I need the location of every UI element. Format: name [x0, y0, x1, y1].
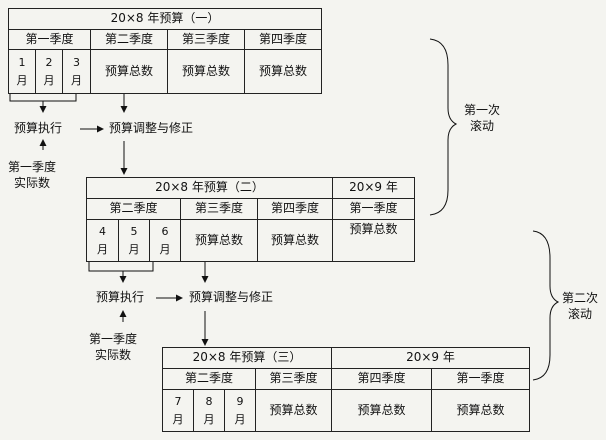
month-char: 月 [71, 73, 82, 87]
month-number: 4 [99, 225, 106, 239]
budget2-total-q3: 预算总数 [180, 219, 258, 262]
q1-actual-1: 第一季度 实际数 [8, 159, 56, 191]
month-char: 月 [97, 242, 108, 256]
budget3-quarter-2: 第二季度 [162, 368, 256, 390]
budget1-total-q3: 预算总数 [167, 49, 245, 94]
month-char: 月 [172, 412, 184, 426]
month-char: 月 [203, 412, 215, 426]
budget-execution-1: 预算执行 [14, 121, 63, 135]
budget1-total-q2: 预算总数 [90, 49, 168, 94]
budget3-next-year: 20×9 年 [331, 347, 530, 369]
budget1-total-q4: 预算总数 [244, 49, 322, 94]
budget3-quarter-4: 第四季度 [331, 368, 432, 390]
q1-actual-2: 第一季度 实际数 [89, 331, 137, 363]
second-rolling-line2: 滚动 [568, 307, 593, 322]
second-rolling-line1: 第二次 [562, 291, 599, 305]
roll-brace-2 [532, 230, 560, 381]
first-rolling-label: 第一次 滚动 [464, 102, 500, 134]
budget1-quarter-3: 第三季度 [167, 29, 245, 50]
budget2-quarter-4: 第四季度 [257, 198, 333, 220]
month-number: 1 [18, 56, 26, 70]
budget1-title: 20×8 年预算（一） [8, 8, 322, 30]
budget1-quarter-2: 第二季度 [90, 29, 168, 50]
budget1-quarter-4: 第四季度 [244, 29, 322, 50]
budget3-quarter-3: 第三季度 [255, 368, 332, 390]
month-char: 月 [128, 242, 140, 256]
q1-actual-line1: 第一季度 [89, 332, 138, 346]
budget3-total-q4: 预算总数 [331, 389, 432, 432]
q1-actual-line1: 第一季度 [8, 160, 57, 174]
budget3-total-q3: 预算总数 [255, 389, 332, 432]
month-bracket-1 [9, 94, 77, 112]
budget2-title: 20×8 年预算（二） [86, 177, 333, 199]
first-rolling-line2: 滚动 [470, 119, 495, 134]
budget-adjustment-1: 预算调整与修正 [109, 121, 194, 135]
budget2-next-year: 20×9 年 [332, 177, 415, 199]
month-number: 8 [205, 395, 213, 409]
month-char: 月 [43, 73, 55, 87]
month-char: 月 [234, 412, 246, 426]
second-rolling-label: 第二次 滚动 [562, 290, 598, 322]
month-number: 6 [161, 225, 169, 239]
month-number: 9 [236, 395, 244, 409]
month-char: 月 [16, 73, 28, 87]
month-number: 5 [130, 225, 138, 239]
budget1-quarter-1: 第一季度 [8, 29, 91, 50]
budget2-next-quarter-1: 第一季度 [332, 198, 415, 220]
budget-execution-2: 预算执行 [96, 290, 145, 304]
budget3-title: 20×8 年预算（三） [162, 347, 332, 369]
roll-brace-1 [429, 38, 458, 216]
month-char: 月 [159, 242, 171, 256]
budget2-total-next-q1: 预算总数 [332, 219, 415, 262]
month-number: 2 [45, 56, 53, 70]
q1-actual-line2: 实际数 [95, 348, 132, 363]
month-bracket-2 [88, 262, 154, 282]
budget3-next-quarter-1: 第一季度 [431, 368, 530, 390]
month-number: 3 [73, 56, 80, 70]
budget2-total-q4: 预算总数 [257, 219, 333, 262]
budget-adjustment-2: 预算调整与修正 [189, 290, 274, 304]
month-number: 7 [174, 395, 182, 409]
budget2-quarter-2: 第二季度 [86, 198, 181, 220]
first-rolling-line1: 第一次 [464, 103, 501, 117]
budget3-total-next-q1: 预算总数 [431, 389, 530, 432]
q1-actual-line2: 实际数 [14, 176, 51, 191]
budget2-quarter-3: 第三季度 [180, 198, 258, 220]
